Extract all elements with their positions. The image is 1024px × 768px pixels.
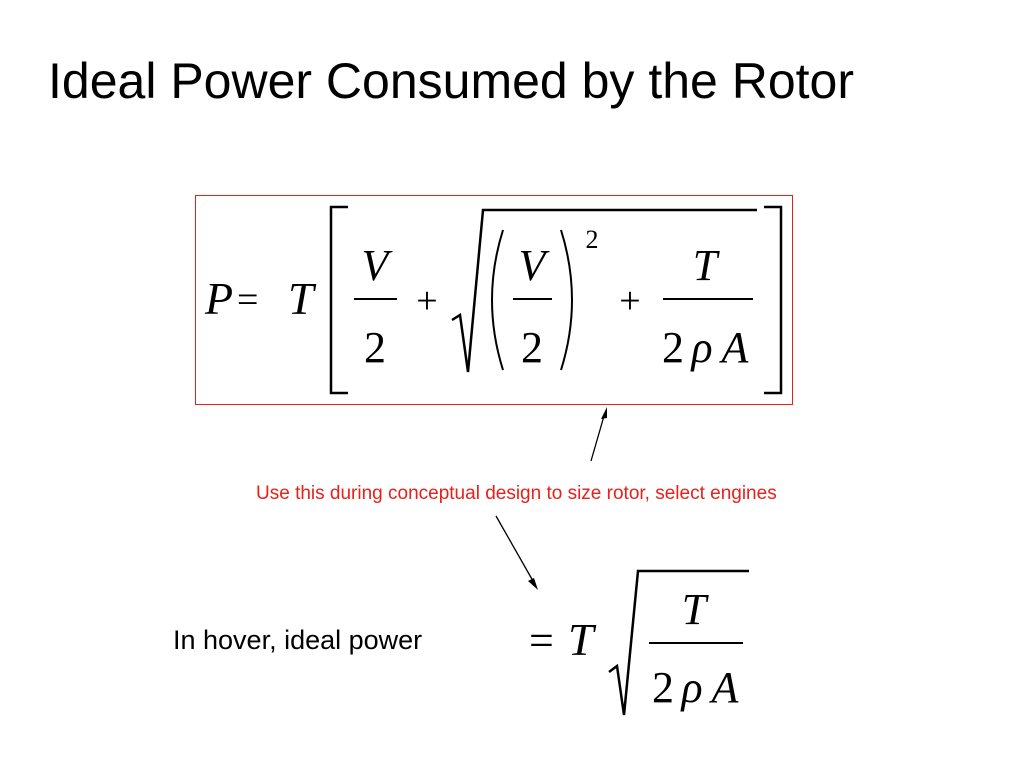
arrowhead-down — [528, 578, 538, 590]
hover-equals-sign: = — [529, 616, 554, 665]
left-paren — [491, 229, 504, 371]
design-note: Use this during conceptual design to siz… — [256, 483, 777, 504]
arrowhead-up — [601, 407, 607, 419]
area-symbol: A — [719, 323, 750, 372]
right-paren — [560, 229, 573, 371]
frac3-numerator: T — [693, 241, 721, 290]
frac2-numerator: V — [519, 241, 551, 290]
arrow-to-hover — [495, 515, 534, 582]
main-equation: P = T V 2 + V 2 2 + T 2 ρ A — [204, 205, 783, 395]
arrow-to-equation — [590, 415, 605, 462]
plus-sign-2: + — [619, 280, 640, 322]
exponent: 2 — [586, 225, 599, 254]
hover-equation: = T T 2 ρ A — [529, 569, 749, 716]
rho-symbol: ρ — [689, 323, 712, 372]
hover-rho-symbol: ρ — [679, 663, 702, 712]
hover-frac-numerator: T — [682, 585, 710, 634]
hover-frac-denominator-coef: 2 — [652, 663, 674, 712]
annotation-arrows — [495, 407, 607, 590]
equation-box — [195, 195, 793, 405]
frac2-denominator: 2 — [521, 323, 543, 372]
plus-sign-1: + — [416, 280, 437, 322]
hover-sqrt-sign — [608, 569, 749, 716]
sqrt-sign — [451, 208, 757, 373]
hover-area-symbol: A — [709, 663, 740, 712]
equals-sign: = — [237, 279, 258, 321]
slide-title: Ideal Power Consumed by the Rotor — [48, 53, 854, 109]
thrust-symbol: T — [288, 273, 317, 324]
hover-label: In hover, ideal power — [173, 625, 423, 655]
left-bracket — [329, 205, 348, 395]
power-symbol: P — [204, 273, 233, 324]
frac1-numerator: V — [362, 241, 394, 290]
frac1-denominator: 2 — [364, 323, 386, 372]
right-bracket — [764, 205, 783, 395]
frac3-denominator-coef: 2 — [662, 323, 684, 372]
hover-thrust-symbol: T — [568, 614, 597, 665]
